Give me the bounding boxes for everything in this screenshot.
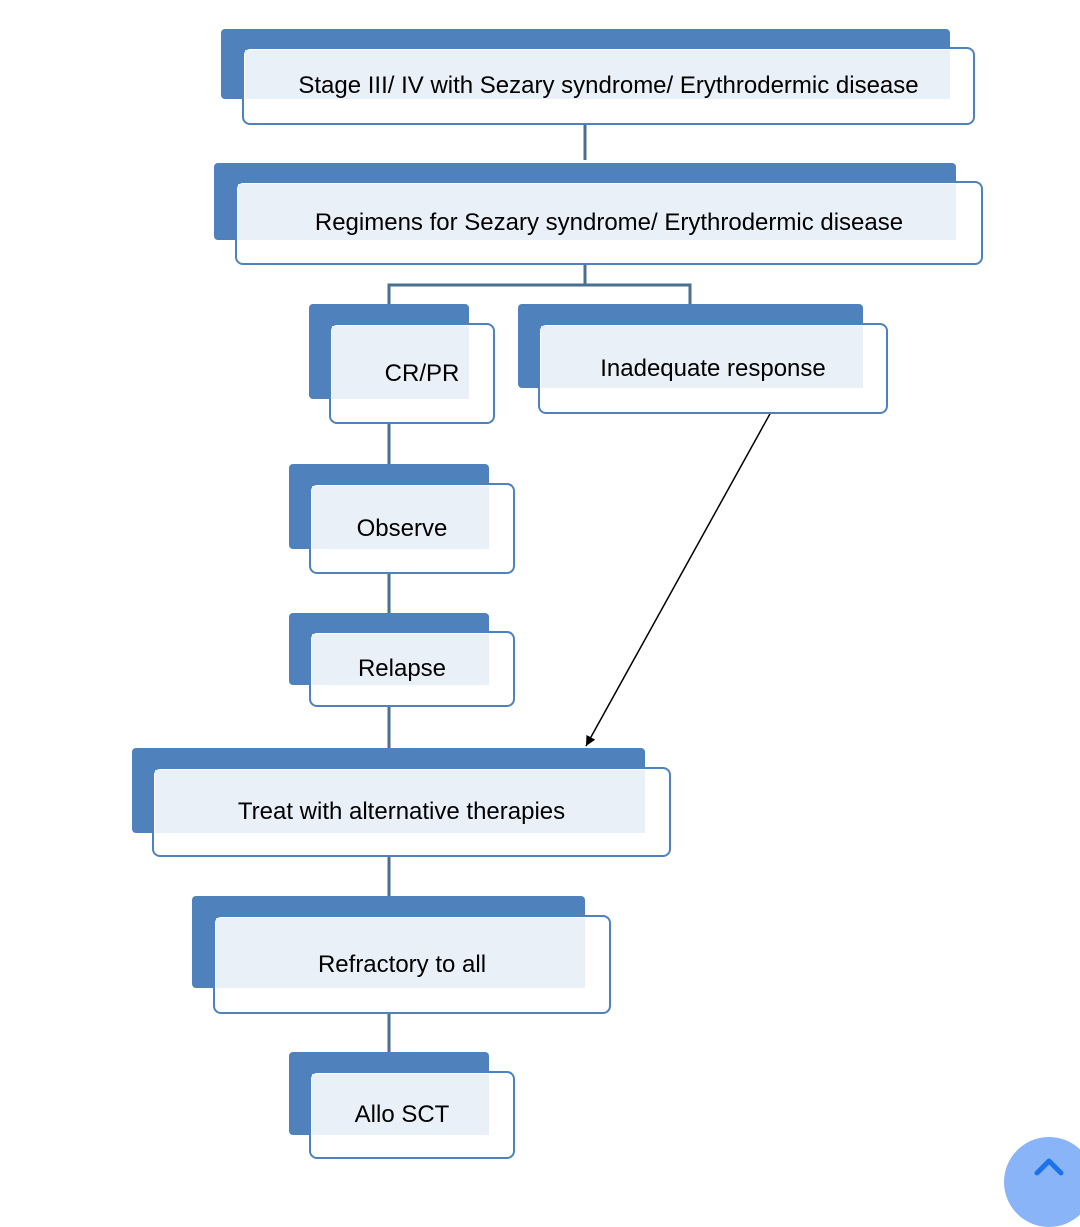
node-regimens: Regimens for Sezary syndrome/ Erythroder… xyxy=(214,163,983,265)
node-observe: Observe xyxy=(289,464,515,574)
node-cr-pr: CR/PR xyxy=(309,304,495,424)
node-relapse: Relapse xyxy=(289,613,515,707)
node-allo-sct: Allo SCT xyxy=(289,1052,515,1159)
chevron-up-icon xyxy=(1034,1158,1064,1176)
flowchart-connectors xyxy=(387,124,772,1052)
node-label: Relapse xyxy=(357,655,447,682)
node-label: CR/PR xyxy=(384,359,460,387)
node-label: Allo SCT xyxy=(354,1101,450,1128)
node-label: Regimens for Sezary syndrome/ Erythroder… xyxy=(314,209,904,236)
node-label: Refractory to all xyxy=(317,950,487,978)
scroll-to-top-button[interactable] xyxy=(1004,1137,1080,1227)
node-refractory: Refractory to all xyxy=(192,896,611,1014)
node-inadequate-response: Inadequate response xyxy=(518,304,888,414)
connector-branch xyxy=(387,283,692,304)
node-alternative-therapies: Treat with alternative therapies xyxy=(132,748,671,857)
node-label: Inadequate response xyxy=(600,354,826,382)
node-label: Stage III/ IV with Sezary syndrome/ Eryt… xyxy=(298,72,919,99)
arrow-inadequate-to-alternative xyxy=(585,411,772,747)
node-label: Observe xyxy=(356,514,448,542)
node-stage-iii-iv: Stage III/ IV with Sezary syndrome/ Eryt… xyxy=(221,29,975,125)
node-label: Treat with alternative therapies xyxy=(237,798,566,825)
